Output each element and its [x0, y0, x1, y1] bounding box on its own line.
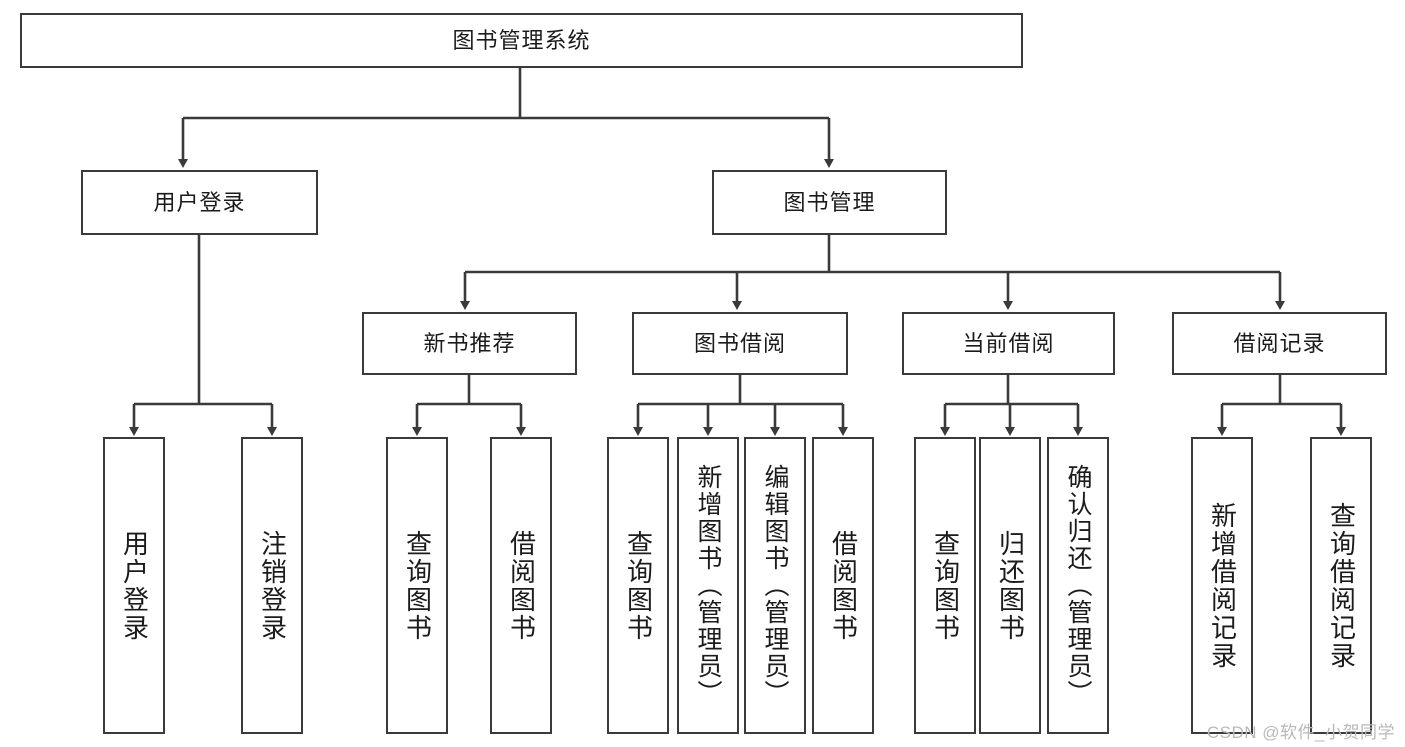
node-label: 用户登录	[153, 189, 246, 215]
node-new-book-recommend[interactable]: 新书推荐	[362, 312, 577, 375]
leaf-current-confirm-return-admin[interactable]: 确认归还（管理员）	[1047, 437, 1109, 734]
leaf-user-login-logout[interactable]: 注销登录	[241, 437, 303, 734]
node-label: 借阅图书	[828, 529, 859, 642]
node-label: 查询图书	[623, 529, 654, 642]
leaf-borrow-add-book-admin[interactable]: 新增图书（管理员）	[677, 437, 739, 734]
node-root-system[interactable]: 图书管理系统	[20, 13, 1023, 68]
node-book-management[interactable]: 图书管理	[712, 170, 947, 235]
node-label: 图书管理	[783, 189, 876, 215]
leaf-recommend-query-book[interactable]: 查询图书	[386, 437, 448, 734]
node-label: 新增借阅记录	[1207, 501, 1238, 670]
node-label: 借阅记录	[1233, 330, 1326, 356]
leaf-recommend-borrow-book[interactable]: 借阅图书	[490, 437, 552, 734]
node-label: 编辑图书（管理员）	[761, 464, 789, 707]
leaf-borrow-query-book[interactable]: 查询图书	[607, 437, 669, 734]
node-label: 用户登录	[119, 529, 150, 642]
node-borrow-record[interactable]: 借阅记录	[1172, 312, 1387, 375]
leaf-borrow-borrow-book[interactable]: 借阅图书	[812, 437, 874, 734]
node-book-borrow[interactable]: 图书借阅	[632, 312, 848, 375]
node-label: 查询图书	[402, 529, 433, 642]
node-label: 图书管理系统	[452, 27, 591, 53]
node-label: 归还图书	[995, 529, 1026, 642]
leaf-current-query-book[interactable]: 查询图书	[914, 437, 976, 734]
node-label: 确认归还（管理员）	[1064, 464, 1092, 707]
node-label: 图书借阅	[693, 330, 786, 356]
node-current-borrow[interactable]: 当前借阅	[902, 312, 1115, 375]
node-label: 查询图书	[930, 529, 961, 642]
node-label: 新增图书（管理员）	[694, 464, 722, 707]
leaf-current-return-book[interactable]: 归还图书	[979, 437, 1041, 734]
leaf-borrow-edit-book-admin[interactable]: 编辑图书（管理员）	[744, 437, 806, 734]
leaf-record-query-record[interactable]: 查询借阅记录	[1310, 437, 1372, 734]
node-user-login[interactable]: 用户登录	[81, 170, 318, 235]
node-label: 新书推荐	[423, 330, 516, 356]
node-label: 查询借阅记录	[1326, 501, 1357, 670]
node-label: 注销登录	[257, 529, 288, 642]
node-label: 借阅图书	[506, 529, 537, 642]
watermark: CSDN @软件_小贺同学	[1206, 723, 1395, 742]
leaf-record-add-record[interactable]: 新增借阅记录	[1191, 437, 1253, 734]
leaf-user-login-login[interactable]: 用户登录	[103, 437, 165, 734]
node-label: 当前借阅	[962, 330, 1055, 356]
